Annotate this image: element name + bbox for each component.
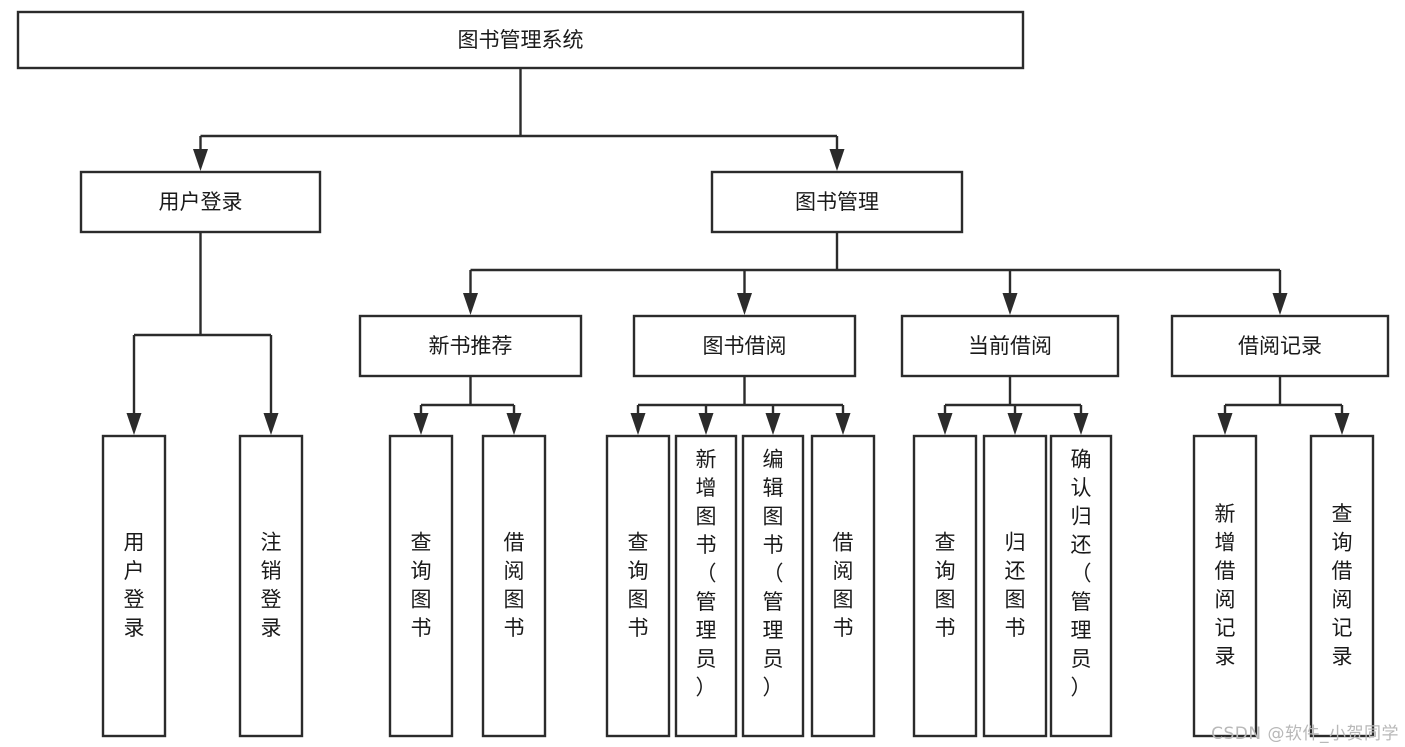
node-user-login[interactable]: 用户登录: [79, 170, 322, 234]
node-label: 用户登录: [124, 531, 145, 641]
leaf-leaf-query-book-2[interactable]: 查询图书: [605, 434, 671, 738]
leaf-leaf-logout-login[interactable]: 注销登录: [238, 434, 304, 738]
node-label: 查询图书: [935, 531, 956, 641]
node-book-borrow[interactable]: 图书借阅: [632, 314, 857, 378]
arrow-head-icon: [463, 293, 478, 315]
leaf-leaf-borrow-book-1[interactable]: 借阅图书: [481, 434, 547, 738]
arrow-head-icon: [765, 413, 781, 435]
edge-layer: [126, 68, 1350, 435]
node-book-management[interactable]: 图书管理: [710, 170, 964, 234]
arrow-head-icon: [1334, 413, 1350, 435]
node-current-borrow[interactable]: 当前借阅: [900, 314, 1120, 378]
node-box[interactable]: [238, 434, 304, 738]
leaf-leaf-query-borrow-record[interactable]: 查询借阅记录: [1309, 434, 1375, 738]
node-box[interactable]: [101, 434, 167, 738]
arrow-head-icon: [193, 149, 208, 171]
node-label: 用户登录: [159, 190, 243, 214]
node-box[interactable]: [741, 434, 805, 738]
arrow-head-icon: [835, 413, 851, 435]
arrow-head-icon: [126, 413, 142, 435]
node-label: 图书管理: [795, 190, 879, 214]
arrow-head-icon: [937, 413, 953, 435]
node-box[interactable]: [1309, 434, 1375, 738]
node-layer: 图书管理系统用户登录图书管理新书推荐图书借阅当前借阅借阅记录用户登录注销登录查询…: [16, 10, 1390, 738]
leaf-leaf-edit-book-admin[interactable]: 编辑图书（管理员）: [741, 434, 805, 738]
arrow-head-icon: [1073, 413, 1089, 435]
node-box[interactable]: [16, 10, 1025, 70]
node-box[interactable]: [358, 314, 583, 378]
arrow-head-icon: [263, 413, 279, 435]
node-box[interactable]: [982, 434, 1048, 738]
leaf-leaf-borrow-book-2[interactable]: 借阅图书: [810, 434, 876, 738]
node-box[interactable]: [710, 170, 964, 234]
node-box[interactable]: [674, 434, 738, 738]
arrow-head-icon: [506, 413, 522, 435]
node-label: 借阅图书: [504, 531, 525, 641]
node-box[interactable]: [810, 434, 876, 738]
arrow-head-icon: [413, 413, 429, 435]
node-label: 新增借阅记录: [1215, 502, 1236, 669]
leaf-leaf-query-book-1[interactable]: 查询图书: [388, 434, 454, 738]
node-box[interactable]: [900, 314, 1120, 378]
node-label: 确认归还（管理员）: [1071, 448, 1092, 700]
node-new-book-recommend[interactable]: 新书推荐: [358, 314, 583, 378]
node-box[interactable]: [1049, 434, 1113, 738]
leaf-leaf-confirm-return-admin[interactable]: 确认归还（管理员）: [1049, 434, 1113, 738]
arrow-head-icon: [630, 413, 646, 435]
node-label: 注销登录: [261, 531, 282, 641]
node-box[interactable]: [388, 434, 454, 738]
leaf-leaf-query-book-3[interactable]: 查询图书: [912, 434, 978, 738]
arrow-head-icon: [1002, 293, 1018, 315]
leaf-leaf-return-book[interactable]: 归还图书: [982, 434, 1048, 738]
node-box[interactable]: [79, 170, 322, 234]
node-root[interactable]: 图书管理系统: [16, 10, 1025, 70]
csdn-watermark: CSDN @软件_小贺同学: [1211, 724, 1399, 744]
arrow-head-icon: [698, 413, 714, 435]
arrow-head-icon: [737, 293, 752, 315]
node-label: 图书借阅: [703, 334, 787, 358]
node-label: 查询图书: [628, 531, 649, 641]
node-borrow-records[interactable]: 借阅记录: [1170, 314, 1390, 378]
leaf-leaf-add-borrow-record[interactable]: 新增借阅记录: [1192, 434, 1258, 738]
leaf-leaf-add-book-admin[interactable]: 新增图书（管理员）: [674, 434, 738, 738]
node-box[interactable]: [605, 434, 671, 738]
arrow-head-icon: [829, 149, 845, 171]
arrow-head-icon: [1272, 293, 1288, 315]
node-box[interactable]: [1170, 314, 1390, 378]
node-box[interactable]: [481, 434, 547, 738]
node-label: 当前借阅: [968, 334, 1052, 358]
node-label: 借阅图书: [833, 531, 854, 641]
node-box[interactable]: [912, 434, 978, 738]
leaf-leaf-user-login[interactable]: 用户登录: [101, 434, 167, 738]
node-label: 查询借阅记录: [1332, 502, 1353, 669]
node-label: 新书推荐: [429, 334, 513, 358]
node-box[interactable]: [632, 314, 857, 378]
node-label: 图书管理系统: [458, 28, 584, 52]
node-label: 归还图书: [1005, 531, 1026, 641]
node-box[interactable]: [1192, 434, 1258, 738]
node-label: 查询图书: [411, 531, 432, 641]
node-label: 借阅记录: [1238, 334, 1322, 358]
node-label: 新增图书（管理员）: [696, 448, 717, 700]
arrow-head-icon: [1217, 413, 1233, 435]
arrow-head-icon: [1007, 413, 1023, 435]
node-label: 编辑图书（管理员）: [763, 448, 784, 700]
